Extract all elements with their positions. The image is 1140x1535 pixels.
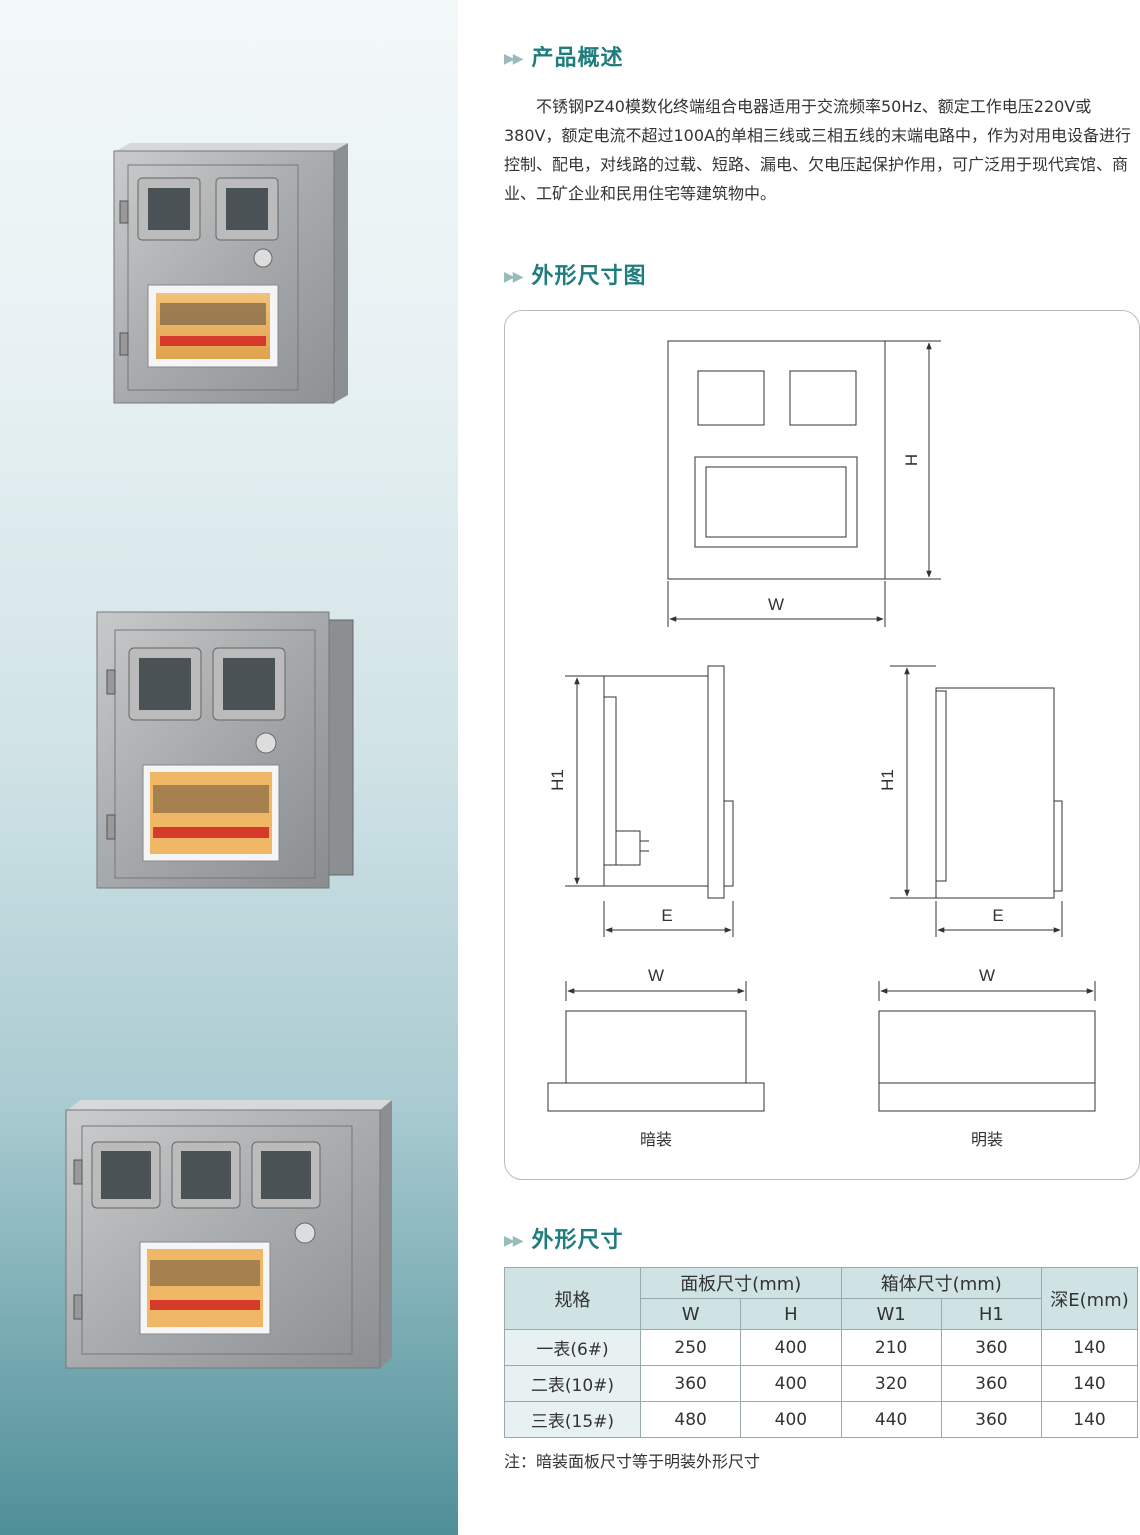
double-arrow-icon: ▶▶ [504,51,523,67]
dimension-drawing-frame: H W H1 E [504,310,1140,1180]
top-view-surface [878,981,1096,1112]
overview-text: 不锈钢PZ40模数化终端组合电器适用于交流频率50Hz、额定工作电压220V或3… [504,97,1131,203]
header-spec: 规格 [504,1267,641,1330]
dim-label-h1-recessed: H1 [548,769,567,791]
section-heading-drawing: ▶▶ 外形尺寸图 [504,258,647,290]
cell-w: 250 [639,1329,742,1366]
cell-w: 360 [639,1365,742,1402]
header-w: W [639,1298,742,1330]
dim-label-h1-surface: H1 [878,769,897,791]
product-image-one-meter [113,143,348,404]
cell-depth: 140 [1041,1401,1138,1438]
cell-spec: 二表(10#) [504,1365,641,1402]
header-h: H [740,1298,842,1330]
dimension-table: 规格 面板尺寸(mm) 箱体尺寸(mm) 深E(mm) W H W1 H1 一表… [504,1267,1138,1438]
content-panel: ▶▶ 产品概述 不锈钢PZ40模数化终端组合电器适用于交流频率50Hz、额定工作电… [458,0,1140,1535]
cell-spec: 一表(6#) [504,1329,641,1366]
header-depth: 深E(mm) [1041,1267,1138,1330]
cell-h1: 360 [940,1401,1043,1438]
table-row: 一表(6#) 250 400 210 360 140 [504,1329,1138,1366]
cell-h: 400 [740,1365,842,1402]
cell-w1: 440 [840,1401,942,1438]
double-arrow-icon: ▶▶ [504,269,523,285]
dim-label-e-surface: E [992,906,1003,925]
cell-w1: 210 [840,1329,942,1366]
header-w1: W1 [840,1298,942,1330]
dim-label-e-recessed: E [661,906,672,925]
overview-paragraph: 不锈钢PZ40模数化终端组合电器适用于交流频率50Hz、额定工作电压220V或3… [504,92,1140,208]
side-view-surface [890,665,1063,937]
section-heading-overview: ▶▶ 产品概述 [504,40,624,72]
header-h1: H1 [940,1298,1043,1330]
front-view [667,340,941,627]
table-subheader-row: W H W1 H1 [505,1298,1138,1330]
dim-label-w-surface: W [979,966,995,985]
top-view-recessed [547,981,765,1112]
cell-w: 480 [639,1401,742,1438]
dim-label-w-recessed: W [648,966,664,985]
table-row: 二表(10#) 360 400 320 360 140 [504,1365,1138,1402]
cell-depth: 140 [1041,1365,1138,1402]
dim-label-w-front: W [768,595,784,614]
dimension-drawing: H W H1 E [547,340,1096,1149]
product-image-three-meter [65,1100,392,1369]
overview-title-text: 产品概述 [531,46,624,71]
cell-depth: 140 [1041,1329,1138,1366]
dim-label-h: H [902,454,921,466]
cell-h: 400 [740,1401,842,1438]
cell-h1: 360 [940,1365,1043,1402]
table-row: 三表(15#) 480 400 440 360 140 [504,1401,1138,1438]
cell-h1: 360 [940,1329,1043,1366]
cell-spec: 三表(15#) [504,1401,641,1438]
label-concealed: 暗装 [640,1131,672,1149]
label-surface: 明装 [971,1131,1003,1149]
header-panel-size: 面板尺寸(mm) [640,1267,842,1299]
cell-w1: 320 [840,1365,942,1402]
product-image-two-meter [96,611,354,889]
double-arrow-icon: ▶▶ [504,1233,523,1249]
product-photo-panel [0,0,458,1535]
table-header-row: 规格 面板尺寸(mm) 箱体尺寸(mm) 深E(mm) [504,1267,1138,1330]
section-heading-dimensions: ▶▶ 外形尺寸 [504,1222,624,1254]
header-box-size: 箱体尺寸(mm) [840,1267,1042,1299]
drawing-title-text: 外形尺寸图 [531,264,647,289]
footnote: 注：暗装面板尺寸等于明装外形尺寸 [504,1452,761,1471]
side-view-recessed [565,665,734,937]
cell-h: 400 [740,1329,842,1366]
dimensions-title-text: 外形尺寸 [531,1228,624,1253]
